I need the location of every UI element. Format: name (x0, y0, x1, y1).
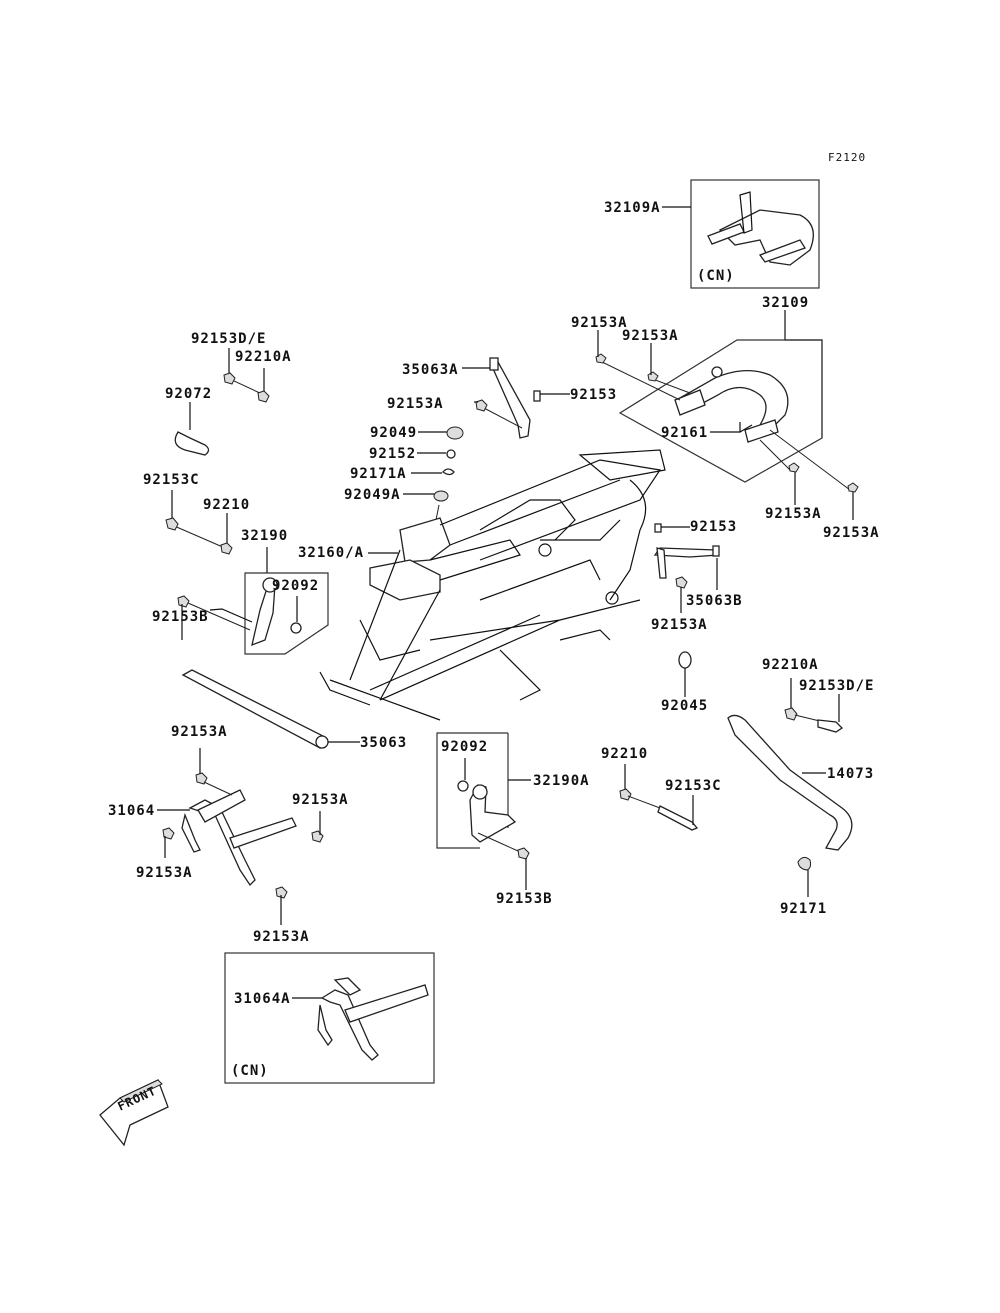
part-label-92210[interactable]: 92210 (203, 497, 251, 513)
hose-14073-drawing (727, 714, 853, 851)
engine-mount-32190-drawing (251, 577, 302, 647)
guard-31064-drawing (181, 789, 297, 887)
part-label-92210[interactable]: 92210 (601, 746, 649, 762)
variant-note-cn: (CN) (697, 268, 735, 284)
outline-32190 (244, 572, 329, 655)
part-label-92153a[interactable]: 92153A (823, 525, 880, 541)
inset-box-31064a (224, 952, 435, 1084)
part-label-92049a[interactable]: 92049A (344, 487, 401, 503)
part-label-92153a[interactable]: 92153A (136, 865, 193, 881)
part-label-92153a[interactable]: 92153A (765, 506, 822, 522)
front-arrow-icon (99, 1079, 169, 1147)
part-label-92153a[interactable]: 92153A (571, 315, 628, 331)
part-label-92153a[interactable]: 92153A (651, 617, 708, 633)
part-label-92153de[interactable]: 92153D/E (191, 331, 267, 347)
part-label-92092[interactable]: 92092 (441, 739, 489, 755)
part-label-92045[interactable]: 92045 (661, 698, 709, 714)
part-label-32160a[interactable]: 32160/A (298, 545, 365, 561)
outline-32109 (618, 339, 823, 483)
part-label-32109[interactable]: 32109 (762, 295, 810, 311)
part-label-92049[interactable]: 92049 (370, 425, 418, 441)
part-label-14073[interactable]: 14073 (827, 766, 875, 782)
variant-note-cn: (CN) (231, 1063, 269, 1079)
part-label-32190[interactable]: 32190 (241, 528, 289, 544)
part-label-92210a[interactable]: 92210A (762, 657, 819, 673)
part-label-92153[interactable]: 92153 (690, 519, 738, 535)
part-label-92153de[interactable]: 92153D/E (799, 678, 875, 694)
stay-35063b-drawing (653, 545, 720, 579)
rear-carrier-drawing (674, 366, 789, 443)
outline-32190a (436, 732, 508, 849)
part-label-92092[interactable]: 92092 (272, 578, 320, 594)
inset-box-32109a (690, 179, 820, 289)
part-label-92153b[interactable]: 92153B (496, 891, 553, 907)
part-label-32190a[interactable]: 32190A (533, 773, 590, 789)
part-label-31064[interactable]: 31064 (108, 803, 156, 819)
part-label-92153b[interactable]: 92153B (152, 609, 209, 625)
figure-code: F2120 (828, 151, 867, 164)
part-label-92153c[interactable]: 92153C (143, 472, 200, 488)
part-label-92153[interactable]: 92153 (570, 387, 618, 403)
part-label-92153c[interactable]: 92153C (665, 778, 722, 794)
part-label-92171a[interactable]: 92171A (350, 466, 407, 482)
engine-mount-32190a-drawing (457, 780, 517, 843)
clamp-92072-drawing (174, 431, 210, 456)
part-label-92153a[interactable]: 92153A (292, 792, 349, 808)
part-label-92161[interactable]: 92161 (661, 425, 709, 441)
rear-carrier-cn-drawing (707, 191, 814, 266)
part-label-35063a[interactable]: 35063A (402, 362, 459, 378)
guard-cn-drawing (317, 977, 429, 1061)
stay-35063a-drawing (489, 357, 531, 439)
part-label-35063b[interactable]: 35063B (686, 593, 743, 609)
part-label-92153a[interactable]: 92153A (171, 724, 228, 740)
part-label-92153a[interactable]: 92153A (387, 396, 444, 412)
part-label-92153a[interactable]: 92153A (253, 929, 310, 945)
part-label-92072[interactable]: 92072 (165, 386, 213, 402)
part-label-92171[interactable]: 92171 (780, 901, 828, 917)
part-label-35063[interactable]: 35063 (360, 735, 408, 751)
part-label-32109a[interactable]: 32109A (604, 200, 661, 216)
part-label-92153a[interactable]: 92153A (622, 328, 679, 344)
part-label-31064a[interactable]: 31064A (234, 991, 291, 1007)
part-label-92210a[interactable]: 92210A (235, 349, 292, 365)
part-label-92152[interactable]: 92152 (369, 446, 417, 462)
main-frame-32160-drawing (319, 449, 666, 721)
